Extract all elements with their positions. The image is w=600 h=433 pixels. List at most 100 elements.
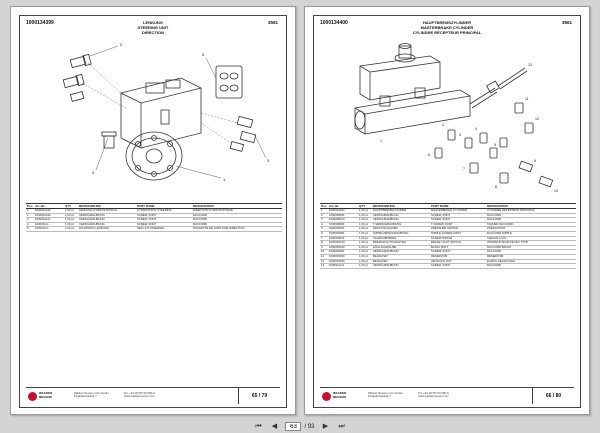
callout-label: 1 [380,139,382,143]
table-cell: T-SCREW JOINT [430,222,486,228]
page-footer: WACKER NEUSON Wacker Neuson Linz GmbH Fl… [320,387,574,404]
callout-label: 3 [459,133,461,137]
table-cell: VERSCHRAUBUNG [78,217,136,223]
col-header: QTY [358,203,372,209]
table-cell: 12 [320,259,328,265]
table-header-row: Pos Art.-Nr. QTY BEZEICHNUNG PART NAME D… [26,203,282,209]
table-cell: 1000008133 [328,217,358,223]
page-label: 65 / 79 [238,388,280,404]
col-header: Art.-Nr. [328,203,358,209]
table-row: 4 1000011x1 1,00 pc VERSCHRAUBUNG SCREW … [26,222,282,228]
table-cell: RACCORD [192,213,282,219]
push-rod [469,67,528,109]
table-cell: RACCORD [192,222,282,228]
table-header-row: Pos Art.-Nr. QTY BEZEICHNUNG PART NAME D… [320,203,576,209]
brand-logo-icon [322,392,331,401]
callout-label: 7 [463,167,465,171]
page-titles: HAUPTBREMSZYLINDER MASTERBRAKE CYLINDER … [314,20,580,35]
table-cell: CYLINDRE RÉCEPTEUR PRINCIPAL [486,208,576,214]
callout-label: 13 [528,63,532,67]
table-cell: 1000001202 [328,208,358,214]
table-cell: 13 [320,263,328,269]
table-row: 1 5000001x44 1,00 pc LENKUNG HYDROSTATIS… [26,208,282,214]
page-frame: 1000134399 3561 LENKUNG STEERING UNIT DI… [19,15,287,408]
next-page-icon[interactable]: ▶ [322,422,329,430]
page-label: 66 / 80 [532,388,574,404]
table-cell: ÉCROU HEXAGONAL [486,259,576,265]
brand-line: WACKER [39,391,53,395]
table-cell: 1000008301 [328,222,358,228]
col-header: DESIGNATION [486,203,576,209]
table-cell: LENKUNG HYDROSTATISCH [78,208,136,214]
table-cell: 1000001xx1 [328,263,358,269]
section-number: 3561 [561,20,572,25]
callout-label: 9 [534,159,536,163]
first-page-icon[interactable]: ⏮ [255,422,262,430]
table-cell: 9 [320,245,328,251]
previous-page-icon[interactable]: ◀ [271,422,278,430]
table-cell: INTERRUPTEUR DE FEU STOP [486,240,576,246]
page-navigation-toolbar: ⏮ ◀ / 93 ▶ ⏭ [200,420,400,433]
table-cell: DIRECTION HYDROSTATIQUE [192,208,282,214]
table-cell: RÉSERVOIR [486,254,576,260]
table-cell: NIPPELVERSCHRAUBUNG [372,231,430,237]
total-pages: / 93 [304,423,315,430]
table-cell: SCREW JOINT [430,249,486,255]
table-cell: RACCORD [486,217,576,223]
col-header: PART NAME [136,203,192,209]
table-cell: SCREW JOINT [430,217,486,223]
table-cell: 1,00 pc [358,226,372,232]
callout-label: 5 [494,143,496,147]
table-cell: HEXAGON NUT [430,259,486,265]
table-cell: SCREW JOINT [136,222,192,228]
fitting-part [69,53,92,69]
table-cell: 2 [320,213,328,219]
table-cell: 4 [26,222,34,228]
fitting-part [499,137,508,148]
table-cell: HOHLSCHRAUBE [372,245,430,251]
company-contact: Tel. +43 (0)732 90 590-0 www.wackerneuso… [418,391,449,399]
last-page-icon[interactable]: ⏭ [338,422,345,430]
table-cell: SCHRAUBNIPPEL [372,236,430,242]
table-cell: 1,00 pc [64,208,78,214]
fitting-part [514,102,524,114]
table-cell: RESERVOIR [430,254,486,260]
fitting-part [447,129,456,141]
fitting-part [469,162,479,174]
pdf-page-right: 1000134400 3561 HAUPTBREMSZYLINDER MASTE… [304,6,590,415]
current-page-input[interactable] [285,422,302,431]
callout-label: 11 [525,97,529,101]
table-cell: 10 [320,249,328,255]
company-line: Flughafenstraße 7 [74,394,97,399]
contact-line: Tel. +43 (0)732 90 590-0 [418,391,449,395]
col-header: Pos [320,203,328,209]
table-cell: RACCORD BANJO [486,245,576,251]
table-cell: VERSCHRAUBUNG [372,213,430,219]
table-cell: 11 [320,254,328,260]
table-cell: PRESSOSTAT [486,226,576,232]
page-footer: WACKER NEUSON Wacker Neuson Linz GmbH Fl… [26,387,280,404]
page-frame: 1000134400 3561 HAUPTBREMSZYLINDER MASTE… [313,15,581,408]
fitting-part [524,122,534,134]
fitting-part [101,131,117,149]
table-row: 2 1000001012 1,00 pc VERSCHRAUBUNG SCREW… [26,213,282,219]
contact-line: www.wackerneuson.com [418,394,449,399]
parts-table: Pos Art.-Nr. QTY BEZEICHNUNG PART NAME D… [26,203,282,232]
callout-label: 1 [223,177,226,182]
table-cell: SCREW JOINT [136,217,192,223]
brand-line: WACKER [333,391,347,395]
table-cell: 8 [320,240,328,246]
callout-label: 3 [267,158,270,163]
company-contact: Tel. +43 (0)732 90 590-0 www.wackerneuso… [124,391,155,399]
table-cell: 1,00 pc [358,222,372,228]
table-cell: 1000000130 [328,240,358,246]
table-cell: SCREW JOINT [136,213,192,219]
callout-label: 12 [535,117,539,121]
company-line: Flughafenstraße 7 [368,394,391,399]
